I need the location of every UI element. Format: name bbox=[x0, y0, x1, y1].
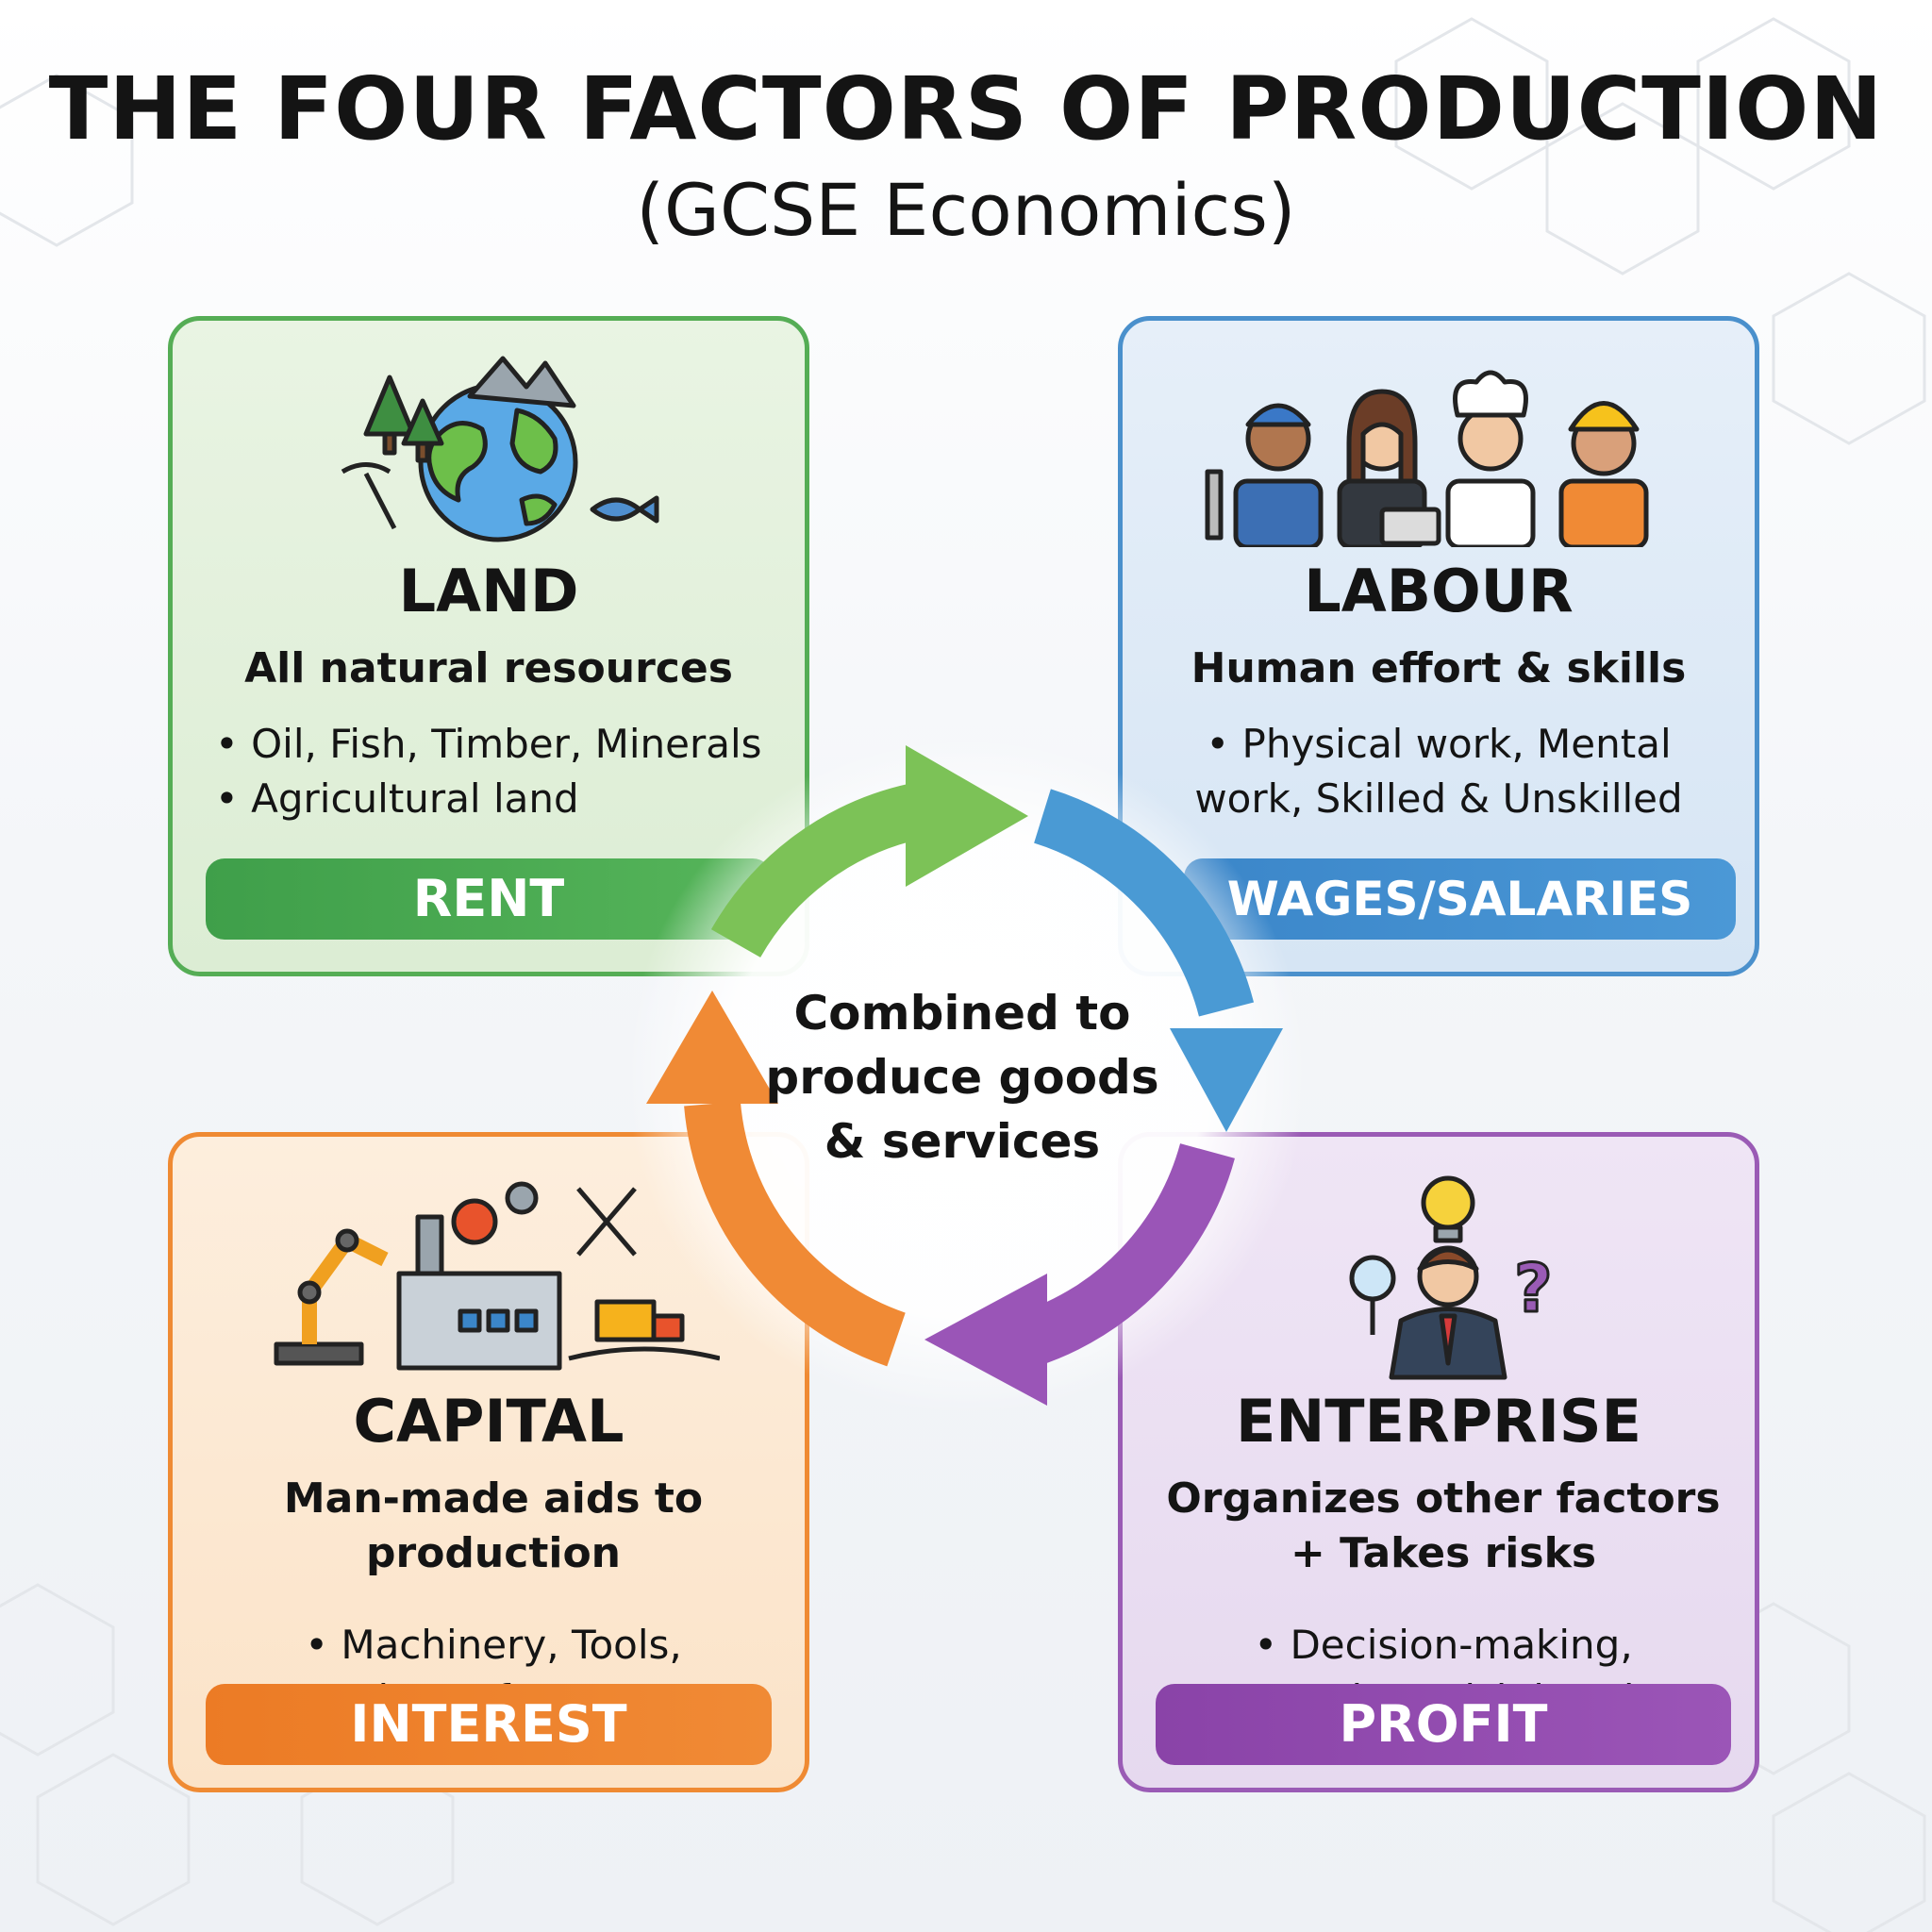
capital-heading: CAPITAL bbox=[353, 1387, 625, 1456]
land-description: All natural resources bbox=[244, 644, 733, 692]
labour-bullets: Physical work, Mental work, Skilled & Un… bbox=[1174, 717, 1703, 826]
arrowhead-purple bbox=[924, 1274, 1047, 1406]
arrow-labour-to-enterprise bbox=[1033, 789, 1255, 1017]
arrow-land-to-labour bbox=[710, 783, 922, 958]
svg-text:?: ? bbox=[1514, 1250, 1553, 1327]
arrowhead-blue bbox=[1170, 1028, 1283, 1132]
arrow-capital-to-land bbox=[684, 1101, 907, 1367]
page-subtitle: (GCSE Economics) bbox=[636, 168, 1296, 252]
capital-description: Man-made aids to production bbox=[283, 1474, 704, 1577]
arrow-enterprise-to-capital bbox=[1019, 1142, 1235, 1367]
land-heading: LAND bbox=[398, 557, 579, 625]
labour-reward-badge: WAGES/SALARIES bbox=[1184, 858, 1736, 940]
labour-description: Human effort & skills bbox=[1191, 644, 1687, 692]
capital-reward-badge: INTEREST bbox=[206, 1684, 772, 1765]
arrowhead-green bbox=[906, 745, 1028, 887]
page-title: THE FOUR FACTORS OF PRODUCTION bbox=[48, 58, 1884, 159]
land-bullet-1: Oil, Fish, Timber, Minerals bbox=[215, 717, 809, 772]
four-workers-icon bbox=[1205, 370, 1649, 547]
arrowhead-orange bbox=[646, 991, 778, 1104]
entrepreneur-lightbulb-question-icon: ? bbox=[1349, 1175, 1554, 1380]
enterprise-heading: ENTERPRISE bbox=[1236, 1387, 1641, 1456]
globe-trees-mountains-pickaxe-fish-icon bbox=[341, 356, 659, 542]
robot-arm-factory-tools-truck-icon bbox=[274, 1181, 720, 1371]
labour-bullet-1: Physical work, Mental work, Skilled & Un… bbox=[1174, 717, 1703, 826]
labour-heading: LABOUR bbox=[1304, 557, 1574, 625]
enterprise-description: Organizes other factors + Takes risks bbox=[1166, 1474, 1721, 1577]
land-bullets: Oil, Fish, Timber, Minerals Agricultural… bbox=[215, 717, 809, 826]
production-cycle-arrows bbox=[627, 736, 1307, 1415]
enterprise-reward-badge: PROFIT bbox=[1156, 1684, 1731, 1765]
cycle-center-text: Combined to produce goods & services bbox=[765, 986, 1159, 1169]
land-bullet-2: Agricultural land bbox=[215, 772, 809, 826]
